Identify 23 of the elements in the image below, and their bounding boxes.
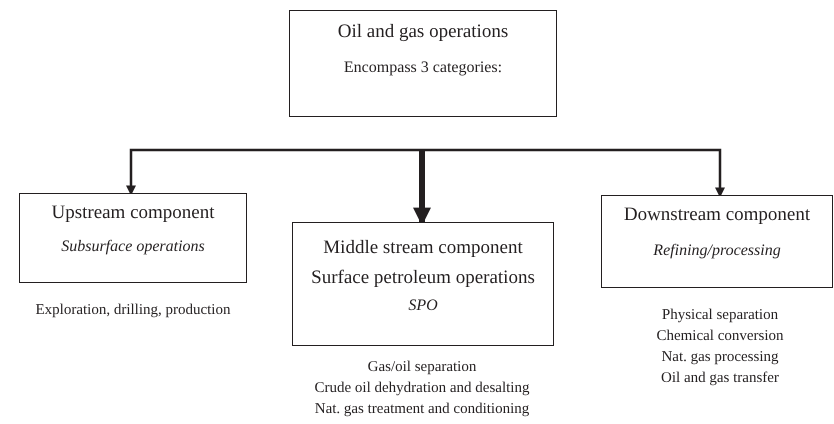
box-subtitle: Surface petroleum operations: [311, 267, 535, 289]
description-text: Chemical conversion: [656, 327, 784, 346]
description-text: Oil and gas transfer: [661, 369, 779, 388]
category-box: [19, 193, 247, 283]
category-box: [289, 10, 557, 117]
box-subtitle: SPO: [408, 297, 438, 315]
box-subtitle: Encompass 3 categories:: [344, 59, 502, 77]
box-subtitle: Refining/processing: [653, 242, 781, 260]
description-text: Nat. gas treatment and conditioning: [314, 400, 530, 419]
category-box: [601, 195, 833, 288]
category-box: [292, 222, 554, 346]
box-heading: Middle stream component: [323, 237, 523, 259]
description-text: Nat. gas processing: [661, 348, 779, 367]
description-text: Exploration, drilling, production: [36, 301, 230, 320]
description-text: Crude oil dehydration and desalting: [314, 379, 530, 398]
box-heading: Oil and gas operations: [338, 21, 508, 43]
arrow: [422, 148, 725, 198]
box-heading: Upstream component: [51, 202, 215, 224]
description-text: Gas/oil separation: [368, 358, 476, 377]
arrow: [126, 148, 422, 196]
description-text: Physical separation: [662, 306, 778, 325]
box-heading: Downstream component: [624, 204, 810, 226]
box-subtitle: Subsurface operations: [61, 238, 205, 256]
